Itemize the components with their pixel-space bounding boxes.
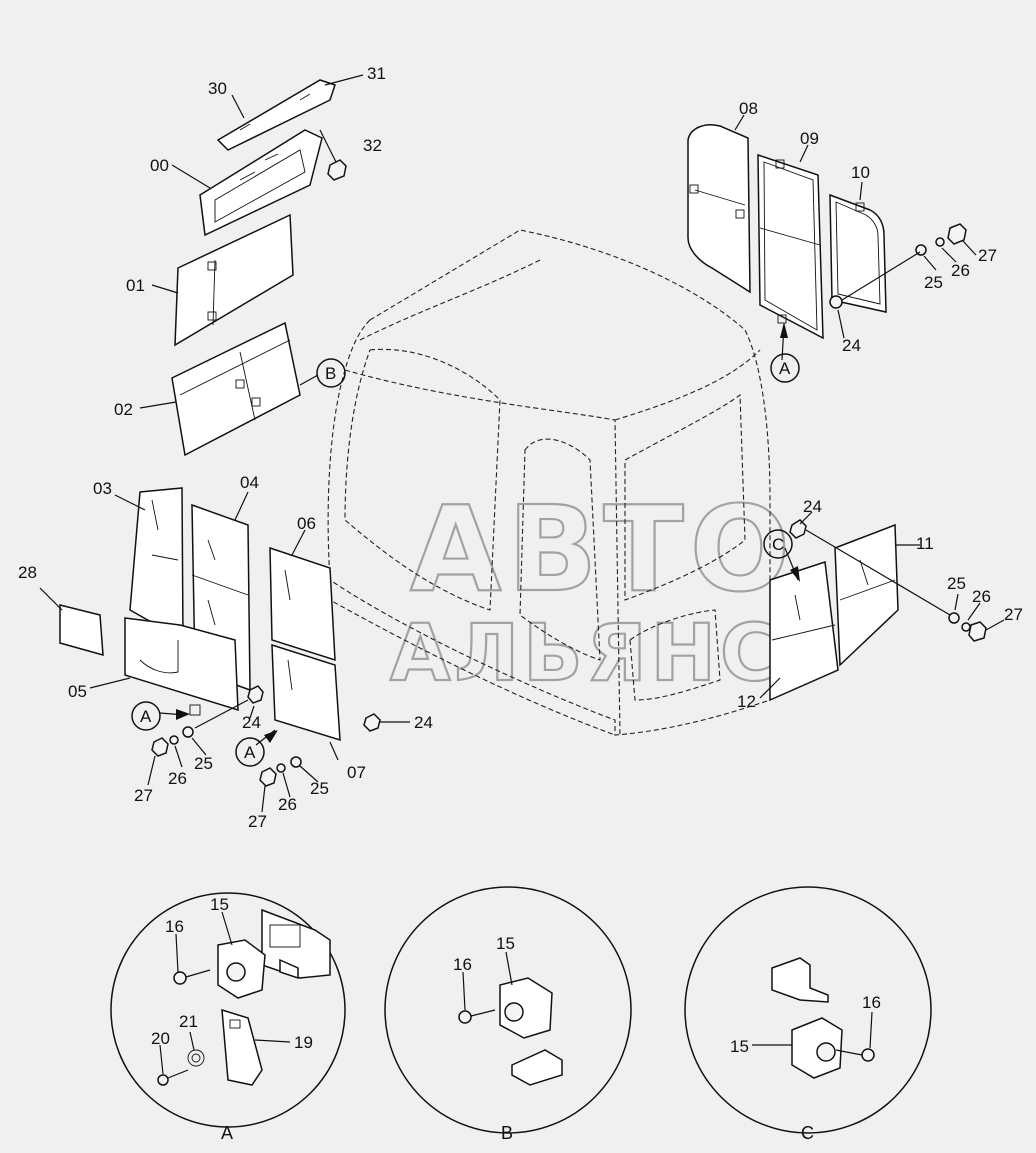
detail-b-label-16: 16 xyxy=(453,955,472,974)
callout-a-bottom: A xyxy=(235,730,278,767)
label-08: 08 xyxy=(739,99,758,118)
panel-07 xyxy=(271,643,341,742)
svg-text:C: C xyxy=(772,535,784,554)
window-09 xyxy=(757,153,824,340)
panel-01 xyxy=(174,213,294,347)
label-25-top: 25 xyxy=(924,273,943,292)
panel-00 xyxy=(199,129,323,237)
label-10: 10 xyxy=(851,163,870,182)
label-12: 12 xyxy=(737,692,756,711)
callout-a-left: A xyxy=(131,701,190,731)
label-01: 01 xyxy=(126,276,145,295)
window-08 xyxy=(687,124,751,294)
label-02: 02 xyxy=(114,400,133,419)
detail-b-title: B xyxy=(501,1123,513,1143)
label-26-left: 26 xyxy=(168,769,187,788)
watermark: АВТО АЛЬЯНС xyxy=(389,479,796,700)
detail-c: 15 16 C xyxy=(684,886,932,1143)
detail-a-label-19: 19 xyxy=(294,1033,313,1052)
label-00: 00 xyxy=(150,156,169,175)
label-03: 03 xyxy=(93,479,112,498)
label-09: 09 xyxy=(800,129,819,148)
part-labels: 30 31 32 00 01 02 03 04 05 06 07 08 09 1… xyxy=(18,64,1023,831)
detail-a-label-21: 21 xyxy=(179,1012,198,1031)
hardware-left xyxy=(151,685,381,787)
label-26-top: 26 xyxy=(951,261,970,280)
detail-b: 15 16 B xyxy=(384,886,632,1143)
detail-c-label-15: 15 xyxy=(730,1037,749,1056)
label-24-bottom: 24 xyxy=(414,713,433,732)
detail-c-title: C xyxy=(801,1123,814,1143)
label-05: 05 xyxy=(68,682,87,701)
hardware-top-right xyxy=(829,223,967,309)
label-24-left: 24 xyxy=(242,713,261,732)
callout-c: C xyxy=(763,529,800,582)
callout-a-top: A xyxy=(770,322,800,383)
label-26-bottom: 26 xyxy=(278,795,297,814)
detail-b-label-15: 15 xyxy=(496,934,515,953)
hardware-right xyxy=(789,519,987,642)
panel-03 xyxy=(129,487,184,642)
label-11: 11 xyxy=(916,534,934,553)
label-32: 32 xyxy=(363,136,382,155)
label-25-bottom: 25 xyxy=(310,779,329,798)
label-27-left: 27 xyxy=(134,786,153,805)
label-27-right: 27 xyxy=(1004,605,1023,624)
sticker-28 xyxy=(59,604,104,657)
label-25-left: 25 xyxy=(194,754,213,773)
leader-lines xyxy=(39,74,1005,813)
label-24-top: 24 xyxy=(842,336,861,355)
cab-outline xyxy=(327,229,771,736)
label-25-right: 25 xyxy=(947,574,966,593)
panel-11 xyxy=(834,523,899,667)
svg-text:A: A xyxy=(244,743,256,762)
watermark-line1: АВТО xyxy=(410,480,796,618)
label-30: 30 xyxy=(208,79,227,98)
svg-text:A: A xyxy=(140,707,152,726)
detail-a-title: A xyxy=(221,1123,233,1143)
detail-a-label-15: 15 xyxy=(210,895,229,914)
callout-b: B xyxy=(316,358,346,388)
panel-05 xyxy=(124,617,239,716)
label-27-top: 27 xyxy=(978,246,997,265)
window-10 xyxy=(829,193,887,313)
label-26-right: 26 xyxy=(972,587,991,606)
label-31: 31 xyxy=(367,64,386,83)
detail-a-label-16: 16 xyxy=(165,917,184,936)
label-06: 06 xyxy=(297,514,316,533)
bolt-32 xyxy=(319,129,347,181)
svg-text:B: B xyxy=(325,364,336,383)
detail-a: 15 16 19 20 21 A xyxy=(110,892,346,1143)
label-24-right: 24 xyxy=(803,497,822,516)
roof-panel-30 xyxy=(216,79,336,151)
svg-text:A: A xyxy=(779,359,791,378)
label-04: 04 xyxy=(240,473,259,492)
panel-12 xyxy=(769,561,839,702)
panel-06 xyxy=(269,546,336,662)
label-07: 07 xyxy=(347,763,366,782)
label-27-bottom: 27 xyxy=(248,812,267,831)
detail-a-label-20: 20 xyxy=(151,1029,170,1048)
label-28: 28 xyxy=(18,563,37,582)
detail-c-label-16: 16 xyxy=(862,993,881,1012)
panel-02 xyxy=(171,321,301,457)
